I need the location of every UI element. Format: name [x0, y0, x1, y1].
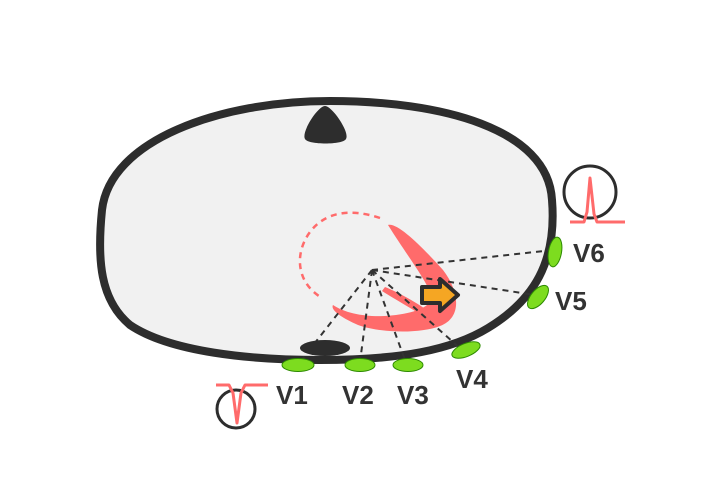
heart-septum	[382, 287, 437, 322]
inverted-qrs-icon	[215, 383, 268, 430]
lead-label-v4: V4	[456, 364, 488, 394]
lead-view-lines	[299, 249, 554, 363]
electrode-v4[interactable]	[450, 338, 483, 361]
electrode-v2[interactable]	[344, 358, 376, 372]
v6-view-line	[371, 249, 554, 271]
electrode-v5[interactable]	[524, 282, 553, 312]
lead-label-v3: V3	[397, 380, 429, 410]
lead-label-v1: V1	[276, 380, 308, 410]
v1-view-line	[299, 269, 373, 363]
spine-triangle-icon	[304, 106, 347, 144]
upright-qrs-icon	[562, 164, 625, 224]
v3-view-line	[371, 269, 406, 361]
electrode-v1[interactable]	[281, 358, 315, 372]
v4-view-line	[371, 269, 463, 351]
electrode-v3[interactable]	[392, 358, 424, 372]
sternum-ellipse-icon	[300, 340, 350, 356]
heart-left-ventricle	[332, 224, 457, 332]
lead-label-v6: V6	[573, 238, 605, 268]
v5-view-line	[371, 269, 536, 296]
electrodes	[281, 236, 564, 372]
electrode-v6[interactable]	[546, 236, 564, 268]
depolarization-arrow-icon	[420, 277, 460, 313]
heart-right-side-dashed	[298, 211, 381, 300]
lead-label-v5: V5	[555, 286, 587, 316]
lead-label-v2: V2	[342, 380, 374, 410]
v2-view-line	[359, 269, 373, 363]
